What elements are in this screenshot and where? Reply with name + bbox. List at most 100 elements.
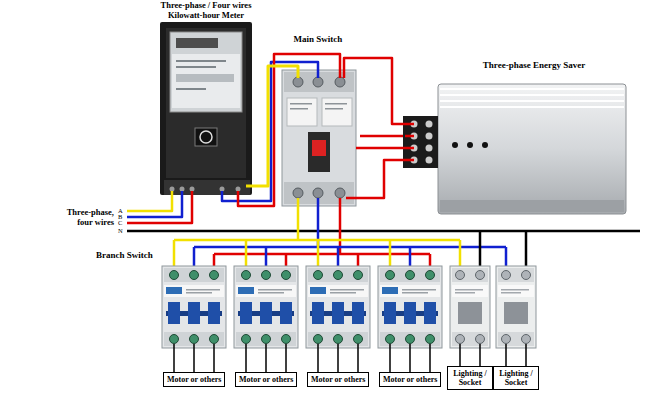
main-switch-body — [282, 70, 356, 206]
phase-wire — [276, 66, 298, 78]
terminal-screw — [190, 187, 195, 192]
terminal-screw — [180, 187, 185, 192]
single-pole-breaker — [496, 266, 536, 348]
plate-line — [290, 103, 312, 105]
load-name: Motor or others — [383, 375, 437, 384]
load-name: Motor or others — [311, 375, 365, 384]
drop-wire — [479, 231, 482, 270]
load-wire — [389, 344, 391, 372]
cooling-fin — [440, 106, 624, 108]
three-pole-breaker — [378, 266, 442, 348]
meter-counter — [176, 38, 218, 48]
load-box: Motor or others — [235, 372, 297, 387]
terminal-screw — [426, 133, 433, 140]
phase-wire — [222, 62, 318, 201]
neutral-wire — [127, 230, 640, 233]
three-pole-breaker — [234, 266, 298, 348]
phase-wire — [246, 185, 262, 188]
saver-wire — [356, 147, 414, 150]
terminal-screw — [220, 187, 225, 192]
terminal-screw — [426, 157, 433, 164]
phase-name: N — [118, 227, 123, 234]
load-wire — [479, 344, 481, 366]
load-wire — [213, 344, 215, 372]
device-heading: Main Switch — [276, 34, 360, 44]
saver-wire — [405, 135, 414, 138]
three-pole-breaker — [162, 266, 226, 348]
load-name: Motor or others — [239, 375, 293, 384]
load-wire — [409, 344, 411, 372]
load-wire — [193, 344, 195, 372]
rating-plate — [287, 98, 317, 126]
load-wire — [505, 344, 507, 366]
drop-wire — [525, 231, 528, 270]
load-box: Lighting / Socket — [447, 366, 493, 390]
phase-wire — [297, 198, 300, 240]
cooling-fin — [440, 100, 624, 102]
indicator-lamp — [467, 142, 473, 148]
handle-slot — [308, 132, 330, 172]
cooling-fin — [440, 94, 624, 96]
single-pole-breaker — [450, 266, 490, 348]
supply-label: Three-phase, four wires — [58, 208, 114, 228]
wire-connector — [360, 135, 403, 138]
load-name: Motor or others — [167, 375, 221, 384]
rating-plate — [322, 98, 352, 126]
terminal-screw — [293, 188, 303, 198]
meter-window — [170, 32, 242, 112]
switch-handle — [312, 140, 326, 156]
terminal-screw — [170, 187, 175, 192]
meter-lid — [166, 28, 246, 178]
wire-connector — [262, 66, 276, 186]
load-wire — [337, 344, 339, 372]
phase-name: C — [118, 219, 122, 226]
phase-wire — [238, 54, 340, 206]
terminal-screw — [236, 187, 241, 192]
dial-line — [176, 66, 216, 68]
saver-base — [440, 200, 624, 212]
three-pole-breaker — [306, 266, 370, 348]
terminal-screw — [313, 77, 323, 87]
meter-case — [160, 22, 252, 195]
phase-wire — [127, 191, 192, 223]
terminal-screw — [335, 77, 345, 87]
load-wire — [173, 344, 175, 372]
device-heading: Three-phase Energy Saver — [438, 60, 630, 70]
indicator-lamp — [452, 142, 458, 148]
load-box: Motor or others — [163, 372, 225, 387]
main-switch: Main Switch — [276, 34, 360, 208]
load-wire — [429, 344, 431, 372]
load-box: Motor or others — [379, 372, 441, 387]
load-wire — [525, 344, 527, 366]
saver-wire — [346, 160, 414, 198]
plate-line — [325, 108, 343, 110]
wires — [127, 54, 640, 270]
indicator-lamp — [482, 142, 488, 148]
load-box: Motor or others — [307, 372, 369, 387]
load-wire — [317, 344, 319, 372]
plate-line — [290, 108, 308, 110]
meter-logo — [195, 128, 217, 146]
energy-saver: Three-phase Energy Saver — [403, 60, 630, 218]
phase-wire — [127, 191, 182, 217]
plate-line — [325, 103, 347, 105]
dial-line — [176, 88, 206, 90]
load-wire — [285, 344, 287, 372]
load-wire — [245, 344, 247, 372]
phase-wire — [127, 191, 172, 211]
saver-wire — [344, 58, 414, 124]
meter-dial — [172, 54, 240, 108]
terminal-screw — [313, 188, 323, 198]
switch-case — [282, 70, 356, 206]
kwh-meter: Three-phase / Four wires Kilowatt-hour M… — [150, 1, 262, 195]
terminal-screw — [426, 145, 433, 152]
group-label: Branch Switch — [96, 250, 153, 260]
dial-line — [176, 60, 226, 62]
dial-disc — [176, 74, 234, 82]
load-name: Lighting / Socket — [497, 369, 535, 387]
meter-logo-ring — [200, 131, 212, 143]
kwh-meter — [160, 22, 252, 195]
load-wire — [459, 344, 461, 366]
phase-wire — [339, 198, 342, 254]
